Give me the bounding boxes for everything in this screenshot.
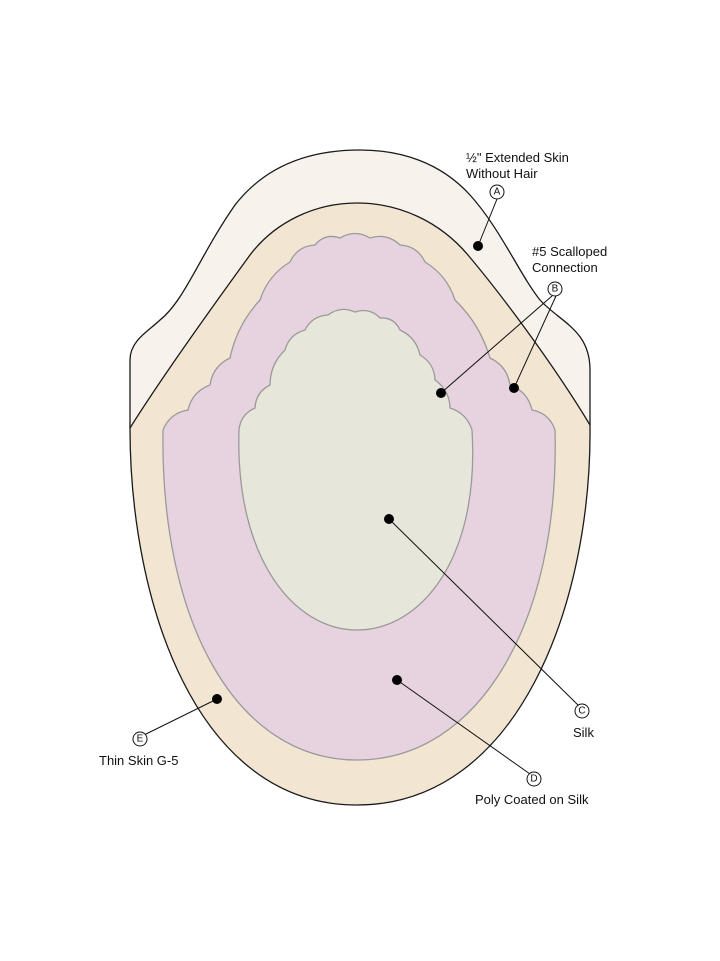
callout-d: D Poly Coated on Silk xyxy=(392,675,589,807)
callout-a-dot xyxy=(473,241,483,251)
callout-e-line1: Thin Skin G-5 xyxy=(99,753,178,768)
callout-d-badge-letter: D xyxy=(530,774,537,785)
callout-a: ½" Extended Skin Without Hair A xyxy=(466,150,569,251)
callout-c-dot xyxy=(384,514,394,524)
callout-c-line1: Silk xyxy=(573,725,594,740)
callout-c: C Silk xyxy=(384,514,594,740)
callout-d-line1: Poly Coated on Silk xyxy=(475,792,589,807)
callout-b-dot-poly-edge xyxy=(509,383,519,393)
callout-e-badge-letter: E xyxy=(137,734,144,745)
callout-b-badge-letter: B xyxy=(552,284,559,295)
callout-a-line1: ½" Extended Skin xyxy=(466,150,569,165)
silk-region xyxy=(238,308,474,631)
callout-c-badge-letter: C xyxy=(578,706,585,717)
callout-d-dot xyxy=(392,675,402,685)
callout-e: E Thin Skin G-5 xyxy=(99,694,222,768)
callout-c-badge xyxy=(574,703,590,719)
callout-e-badge xyxy=(132,731,148,747)
callout-e-dot xyxy=(212,694,222,704)
callout-d-badge xyxy=(526,771,542,787)
callout-a-badge-letter: A xyxy=(494,187,501,198)
callout-b-dot-silk-edge xyxy=(436,388,446,398)
callout-a-badge xyxy=(489,184,505,200)
callout-b-line1: #5 Scalloped xyxy=(532,244,607,259)
callout-b-line2: Connection xyxy=(532,260,598,275)
callout-b: #5 Scalloped Connection B xyxy=(436,244,607,398)
callout-a-line2: Without Hair xyxy=(466,166,538,181)
callout-b-badge xyxy=(547,281,563,297)
